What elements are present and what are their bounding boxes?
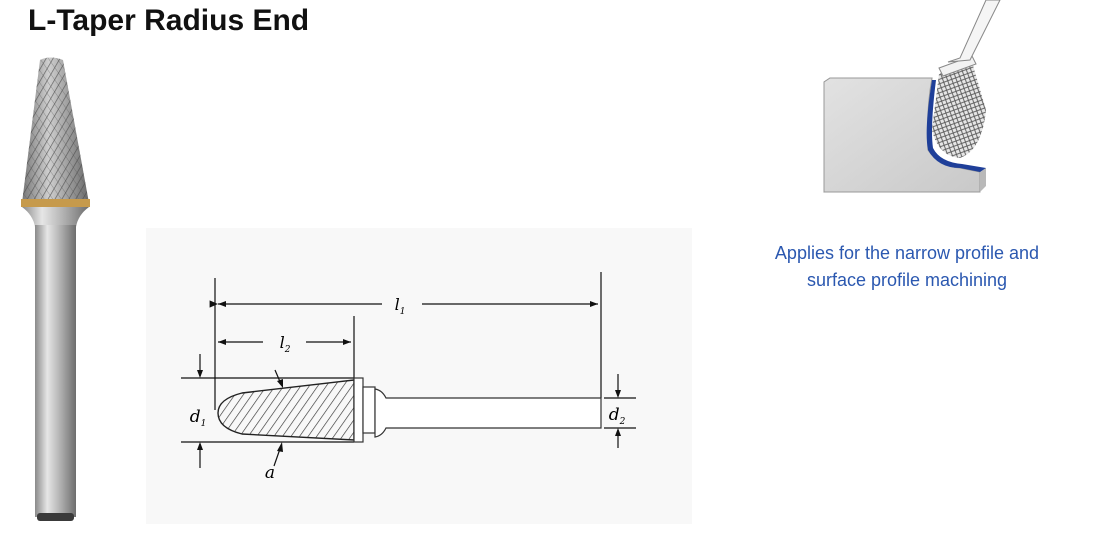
dimension-diagram: l1 l2 d1 a d2: [146, 228, 692, 524]
page-title: L-Taper Radius End: [28, 4, 310, 37]
label-a: a: [265, 463, 275, 483]
label-l1: l1: [395, 295, 406, 317]
label-d1: d1: [190, 407, 207, 429]
caption-line-2: surface profile machining: [806, 270, 1008, 290]
label-d2: d2: [609, 405, 626, 427]
application-caption: Applies for the narrow profile and surfa…: [712, 240, 1102, 294]
label-l2: l2: [280, 333, 291, 355]
application-illustration: [823, 0, 1001, 193]
caption-line-1: Applies for the narrow profile and: [774, 243, 1040, 263]
burr-product-photo: [21, 57, 90, 521]
